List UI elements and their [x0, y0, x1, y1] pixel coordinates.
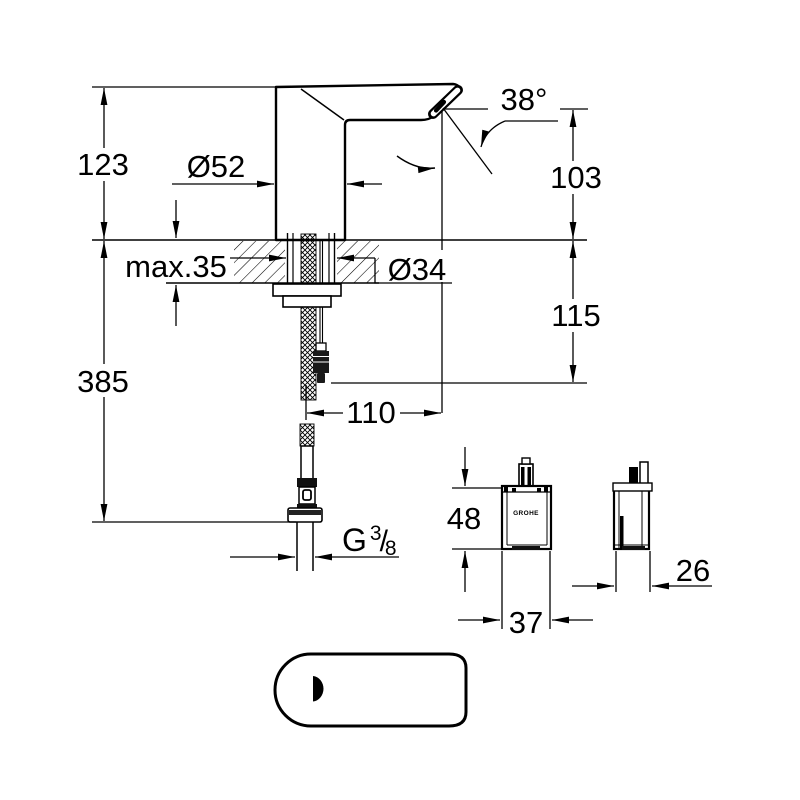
faucet-body-outline: [274, 82, 461, 242]
dimension-label-48: 48: [447, 501, 481, 536]
box-side-outline: [612, 484, 651, 551]
mounting-locknut: [272, 283, 342, 297]
dimension-label-37: 37: [509, 605, 543, 640]
cable-plug-tip: [317, 373, 325, 383]
dimension-103: 103: [549, 110, 603, 239]
dimension-123: 123: [76, 86, 282, 239]
box-mounting-clip: [620, 516, 624, 548]
dimension-label-110: 110: [346, 395, 395, 430]
dimension-48: 48: [447, 447, 507, 592]
angle-arc-arrow: [480, 120, 506, 148]
dimension-label-26: 26: [676, 553, 710, 588]
spout-top-view: [273, 652, 468, 728]
control-box-front-view: GROHE: [500, 457, 553, 551]
dimension-115: 115: [331, 241, 603, 384]
dimension-max35: max.35: [122, 200, 230, 326]
faucet-chamfer-line: [300, 88, 345, 121]
dimension-label-38deg: 38°: [501, 82, 548, 117]
hose-end-tube: [300, 445, 314, 480]
dimension-34: Ø34: [230, 250, 452, 287]
dimension-label-123: 123: [77, 147, 129, 182]
dimension-label-max35: max.35: [125, 249, 227, 284]
hose-connector-window: [302, 489, 312, 501]
spout-outlet-slot: [433, 99, 447, 113]
flow-direction-arrow: [396, 155, 436, 174]
sensor-window: [313, 676, 324, 702]
dimension-52: Ø52: [172, 146, 382, 188]
grohe-logo: GROHE: [513, 510, 539, 517]
dimension-label-103: 103: [550, 160, 602, 195]
deck-hatch-left: [234, 241, 285, 283]
spout-top-outline: [273, 652, 468, 728]
dimension-26: 26: [572, 551, 712, 592]
dimension-label-115: 115: [551, 298, 600, 333]
hose-crimp-collar: [297, 478, 317, 487]
box-side-connector: [629, 467, 638, 484]
angle-reference-line: [442, 107, 493, 175]
dimension-37: 37: [458, 551, 593, 640]
dimension-38deg: 38°: [442, 82, 588, 175]
dimension-label-34: Ø34: [388, 252, 447, 287]
control-box-side-view: [612, 461, 653, 551]
dimension-110: 110: [305, 385, 441, 430]
mounting-nut-lower: [282, 295, 332, 308]
hose-braid-lower: [299, 423, 315, 447]
supply-hose-assembly: [272, 233, 342, 571]
deck-section: [166, 241, 379, 284]
faucet-front-view: [274, 82, 463, 242]
box-front-outline: [500, 484, 553, 551]
hose-braid-in-shank: [300, 233, 317, 285]
dimension-385: 385: [76, 241, 296, 523]
dimension-label-52: Ø52: [187, 149, 246, 184]
cable-plug-neck: [315, 342, 327, 352]
dimension-label-385: 385: [77, 364, 129, 399]
deck-hatch-right: [337, 241, 379, 283]
